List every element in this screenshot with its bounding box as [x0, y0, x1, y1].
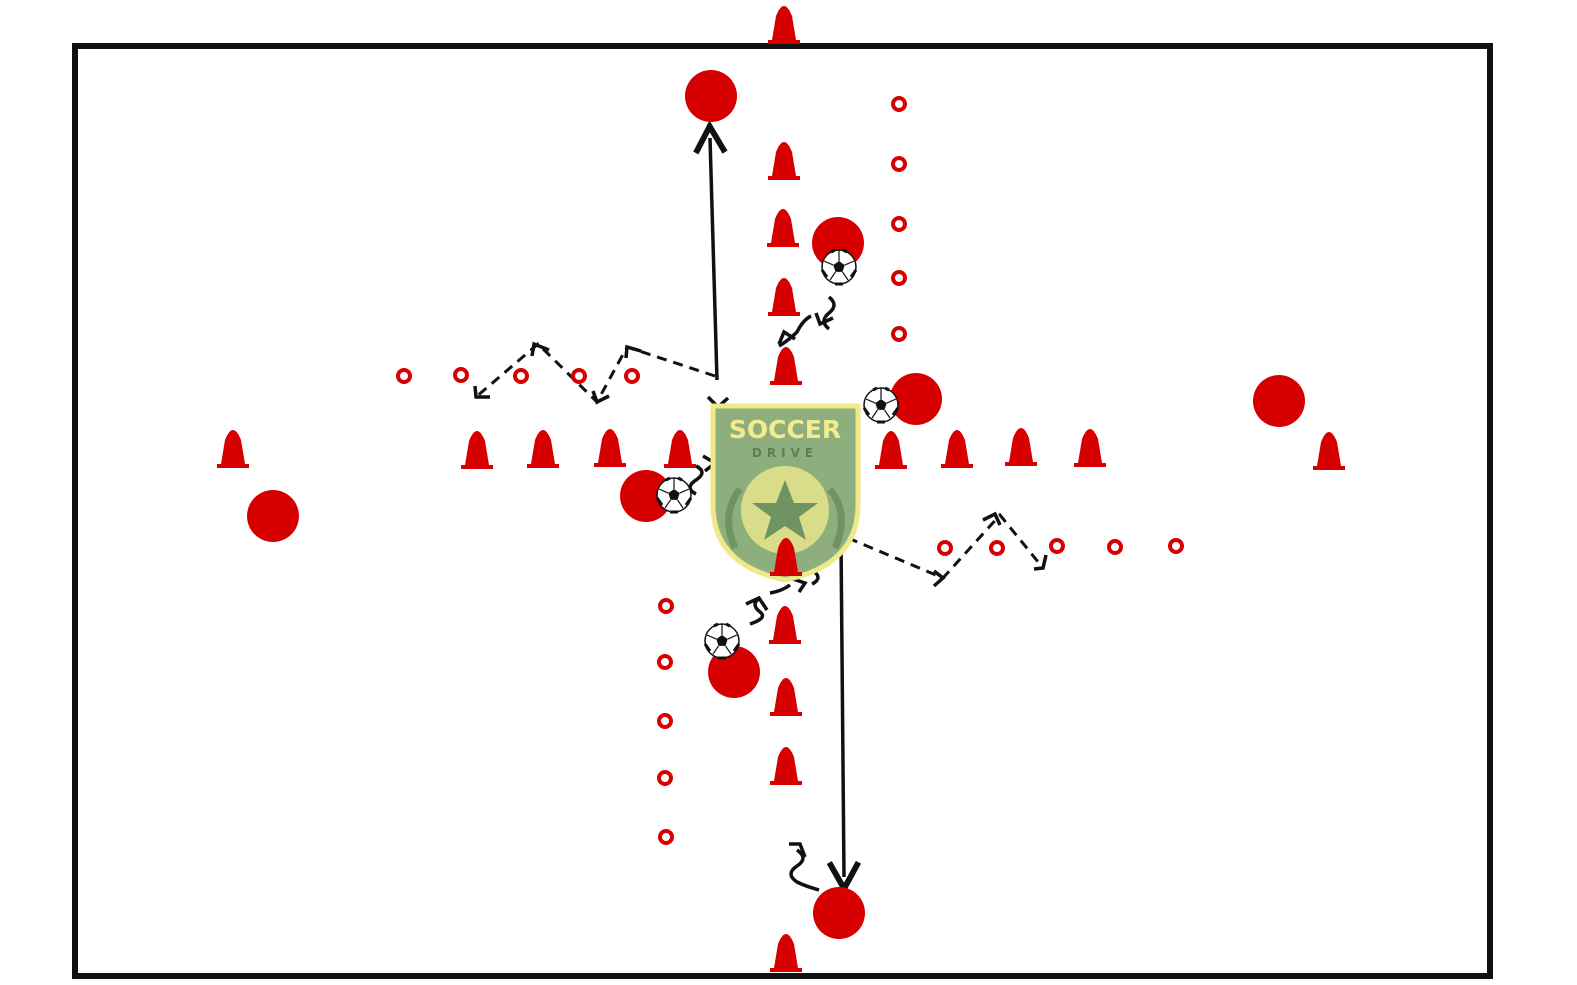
logo-star-icon [752, 480, 818, 540]
disc-marker-icon [1107, 539, 1123, 555]
dribble-arrowhead-1 [777, 329, 796, 345]
run-arrowhead-6 [982, 511, 1002, 526]
soccer-ball-icon [820, 248, 858, 286]
soccer-ball-icon [703, 622, 741, 660]
run-arrowhead-2 [530, 341, 550, 357]
run-arrowhead-3 [591, 390, 610, 405]
player-icon [620, 470, 672, 522]
disc-marker-icon [891, 326, 907, 342]
disc-markers [396, 96, 1184, 845]
pass-arrow-up [710, 138, 717, 381]
run-arrowhead-4 [624, 344, 642, 359]
logo-subtitle: DRIVE [752, 446, 818, 460]
soccer-drive-logo: SOCCER DRIVE [710, 403, 861, 583]
player-icon [890, 373, 942, 425]
dribble-path-left-ball [688, 464, 704, 496]
soccer-ball-icon [655, 476, 693, 514]
disc-marker-icon [658, 829, 674, 845]
dribble-arrowhead-10 [789, 842, 807, 858]
player-icon [685, 70, 737, 122]
logo-ball-panels [725, 486, 845, 550]
disc-marker-icon [891, 270, 907, 286]
run-arrowhead-5 [932, 569, 946, 588]
disc-marker-icon [657, 713, 673, 729]
disc-marker-icon [658, 598, 674, 614]
disc-marker-icon [513, 368, 529, 384]
pass-arrow-down [841, 539, 844, 877]
disc-marker-icon [571, 368, 587, 384]
disc-marker-icon [624, 368, 640, 384]
player-icon [1253, 375, 1305, 427]
dribble-arrowhead-9 [745, 595, 769, 611]
player-icon [247, 490, 299, 542]
run-arrowhead-7 [1033, 554, 1048, 571]
disc-marker-icon [657, 654, 673, 670]
dribble-arrowhead-2 [814, 312, 834, 327]
disc-marker-icon [657, 770, 673, 786]
cone-icon [768, 6, 800, 44]
disc-marker-icon [989, 540, 1005, 556]
disc-marker-icon [1168, 538, 1184, 554]
soccer-ball-icon [862, 386, 900, 424]
players [247, 70, 1305, 939]
logo-title: SOCCER [729, 415, 841, 444]
dribble-path-top [778, 295, 836, 348]
disc-marker-icon [891, 96, 907, 112]
disc-marker-icon [1049, 538, 1065, 554]
disc-marker-icon [453, 367, 469, 383]
run-arrowhead-1 [473, 385, 490, 399]
disc-marker-icon [937, 540, 953, 556]
disc-marker-icon [891, 216, 907, 232]
pass-paths [710, 138, 844, 877]
disc-marker-icon [396, 368, 412, 384]
run-path-right [847, 512, 1045, 580]
disc-marker-icon [891, 156, 907, 172]
dribble-arrowhead-8 [792, 577, 808, 593]
dribble-path-bottom-receiver [789, 848, 820, 892]
player-icon [813, 887, 865, 939]
